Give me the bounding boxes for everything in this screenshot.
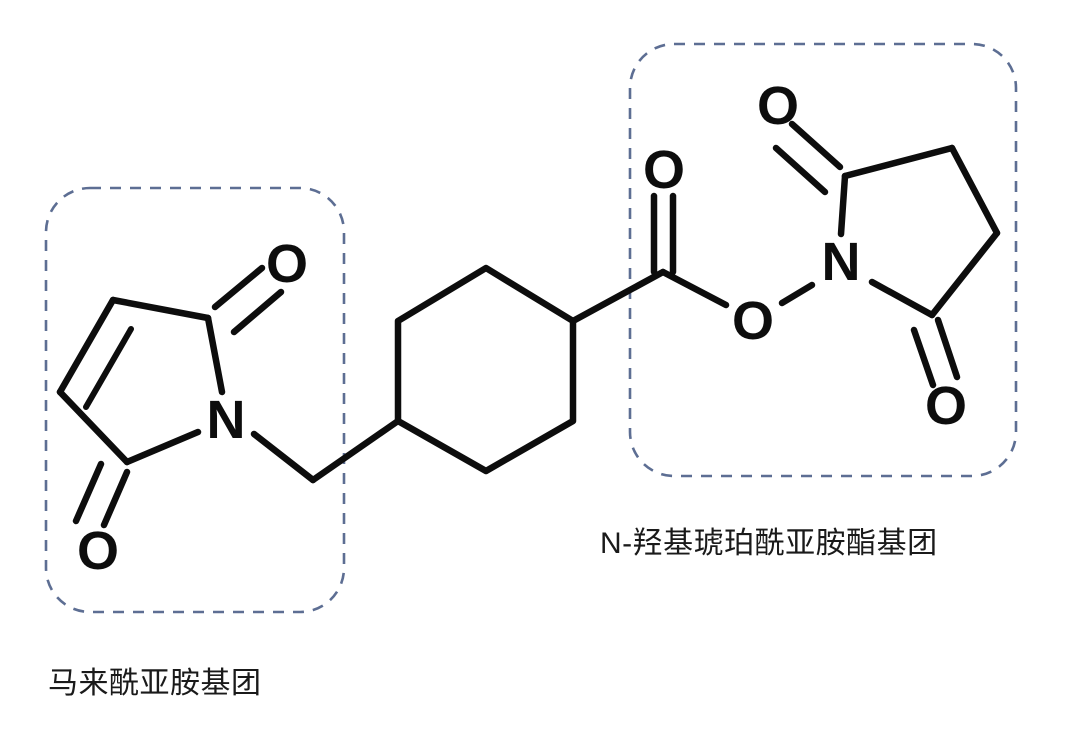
atom-label-succinimide-oxygen-bottom: O bbox=[925, 376, 967, 436]
bond-methylene-to-cyclohexane bbox=[309, 417, 402, 484]
bond-ester-oxygen-to-succinimide-n bbox=[778, 281, 816, 307]
atom-label-maleimide-oxygen-top: O bbox=[266, 234, 308, 294]
bond-succinimide-c4-c5 bbox=[928, 229, 1001, 319]
bond-maleimide-c3-c2-outer bbox=[56, 296, 117, 396]
bond-cyclohexane-to-carboxyl bbox=[569, 268, 667, 325]
atom-label-succinimide-oxygen-top: O bbox=[757, 76, 799, 136]
bond-n-to-methylene bbox=[250, 430, 317, 484]
bond-succinimide-c5-o-b bbox=[910, 326, 937, 389]
bond-succinimide-c5-n bbox=[868, 278, 936, 319]
bond-carboxyl-to-ester-oxygen bbox=[659, 268, 730, 309]
bond-succinimide-c2-o-b bbox=[772, 144, 829, 196]
bond-succinimide-c3-c4 bbox=[948, 144, 1001, 237]
bond-maleimide-c4-o-a bbox=[211, 264, 266, 311]
bond-maleimide-c5-o-b bbox=[72, 460, 105, 525]
atom-label-succinimide-nitrogen: N bbox=[822, 232, 861, 292]
bond-maleimide-c2-c5 bbox=[56, 388, 131, 466]
atom-label-ester-bridging-oxygen: O bbox=[732, 291, 774, 351]
atom-label-maleimide-oxygen-bottom: O bbox=[77, 521, 119, 581]
bond-maleimide-c5-n bbox=[123, 428, 202, 466]
bond-maleimide-c3-c2-inner bbox=[83, 326, 134, 410]
atom-label-maleimide-nitrogen: N bbox=[207, 390, 246, 450]
bond-maleimide-c3-c4 bbox=[109, 296, 212, 322]
bond-succinimide-c5-o-a bbox=[934, 316, 961, 381]
caption-nhs-ester-group: N-羟基琥珀酰亚胺酯基团 bbox=[600, 527, 938, 560]
caption-maleimide-group: 马来酰亚胺基团 bbox=[48, 667, 262, 700]
bond-succinimide-c2-c3 bbox=[841, 144, 956, 180]
group-box-nhs-ester bbox=[628, 42, 1018, 478]
bond-succinimide-n-c2 bbox=[837, 172, 849, 238]
ring-cyclohexane bbox=[394, 264, 577, 475]
bond-maleimide-c4-n bbox=[204, 314, 226, 396]
atom-label-ester-carbonyl-oxygen: O bbox=[643, 140, 685, 200]
bond-succinimide-c2-o-a bbox=[788, 120, 844, 171]
group-box-maleimide bbox=[44, 186, 346, 614]
bond-maleimide-c5-o-a bbox=[100, 468, 131, 529]
bond-maleimide-c4-o-b bbox=[230, 288, 285, 336]
